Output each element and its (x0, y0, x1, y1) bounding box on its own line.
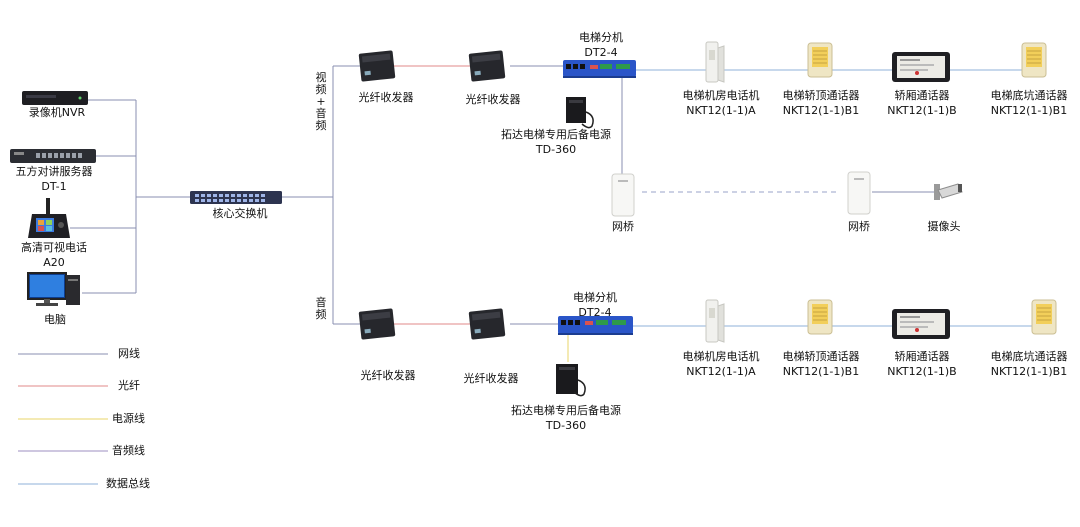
bottom-machine-room-line1: 电梯机房电话机 (682, 350, 760, 363)
top-car-line2: NKT12(1-1)B (887, 104, 957, 117)
bottom-car-top-label: 电梯轿顶通话器 NKT12(1-1)B1 (776, 349, 866, 379)
top-backup-power-icon (566, 97, 594, 129)
phone-label: 高清可视电话 A20 (4, 240, 104, 270)
top-pit-label: 电梯底坑通话器 NKT12(1-1)B1 (984, 88, 1074, 118)
bridge2-label: 网桥 (848, 220, 870, 233)
bottom-backup-power-icon (556, 364, 586, 397)
top-branch-char-4: 音 (315, 107, 327, 120)
bottom-pit-line1: 电梯底坑通话器 (990, 350, 1068, 363)
legend-label-power: 电源线 (112, 412, 145, 425)
bridge2-icon (847, 171, 871, 215)
bottom-pit-label: 电梯底坑通话器 NKT12(1-1)B1 (984, 349, 1074, 379)
phone-label-line1: 高清可视电话 (21, 241, 87, 254)
bridge1-icon (611, 173, 635, 217)
nvr-device-icon (22, 91, 88, 105)
top-splitter-label-line1: 电梯分机 (579, 31, 623, 44)
bottom-machine-room-phone-icon (705, 299, 725, 343)
top-power-label: 拓达电梯专用后备电源 TD-360 (494, 127, 618, 157)
video-phone-icon (28, 198, 70, 238)
bottom-car-line1: 轿厢通话器 (894, 350, 950, 363)
top-pit-speaker-icon (1021, 42, 1047, 78)
top-machine-room-phone-icon (705, 41, 725, 83)
top-branch-char-2: 频 (315, 83, 327, 96)
bottom-pit-speaker-icon (1031, 299, 1057, 335)
camera-label: 摄像头 (927, 220, 961, 233)
top-branch-char-3: + (316, 95, 326, 108)
top-power-label-line1: 拓达电梯专用后备电源 (501, 128, 611, 141)
legend-label-fiber: 光纤 (118, 379, 140, 392)
top-car-top-line1: 电梯轿顶通话器 (782, 89, 860, 102)
camera-icon (934, 183, 963, 200)
legend-label-network: 网线 (118, 347, 140, 360)
bottom-car-top-line1: 电梯轿顶通话器 (782, 350, 860, 363)
server-label-line2: DT-1 (41, 180, 67, 193)
bottom-splitter-label: 电梯分机 DT2-4 (560, 290, 630, 320)
top-car-top-line2: NKT12(1-1)B1 (782, 104, 860, 117)
top-machine-room-line1: 电梯机房电话机 (682, 89, 760, 102)
bottom-branch-label: 音 频 (314, 297, 328, 321)
bottom-branch-char-1: 音 (315, 296, 327, 309)
top-transceiver2-icon (468, 50, 506, 82)
connection-lines (70, 65, 1032, 362)
top-transceiver1-icon (358, 50, 396, 82)
top-splitter-label-line2: DT2-4 (584, 46, 618, 59)
bridge1-label: 网桥 (612, 220, 634, 233)
bottom-power-label-line1: 拓达电梯专用后备电源 (511, 404, 621, 417)
bottom-transceiver2-label: 光纤收发器 (463, 372, 519, 385)
pc-label: 电脑 (44, 313, 66, 326)
bottom-machine-room-label: 电梯机房电话机 NKT12(1-1)A (676, 349, 766, 379)
top-machine-room-line2: NKT12(1-1)A (686, 104, 756, 117)
bottom-pit-line2: NKT12(1-1)B1 (990, 365, 1068, 378)
bottom-car-top-line2: NKT12(1-1)B1 (782, 365, 860, 378)
top-power-label-line2: TD-360 (535, 143, 577, 156)
top-car-label: 轿厢通话器 NKT12(1-1)B (880, 88, 964, 118)
bottom-splitter-label-line1: 电梯分机 (573, 291, 617, 304)
intercom-server-icon (10, 149, 96, 163)
legend-label-bus: 数据总线 (106, 477, 150, 490)
nvr-label: 录像机NVR (28, 106, 86, 119)
legend-label-audio: 音频线 (112, 444, 145, 457)
bottom-transceiver2-icon (468, 308, 506, 340)
bottom-splitter-icon (558, 316, 633, 335)
bottom-car-top-speaker-icon (807, 299, 833, 335)
bottom-power-label-line2: TD-360 (545, 419, 587, 432)
legend-swatches (18, 353, 108, 485)
server-label: 五方对讲服务器 DT-1 (4, 164, 104, 194)
top-branch-label: 视 频 + 音 频 (314, 72, 328, 132)
top-splitter-label: 电梯分机 DT2-4 (566, 30, 636, 60)
core-switch-label: 核心交换机 (212, 207, 268, 220)
top-transceiver2-label: 光纤收发器 (465, 93, 521, 106)
top-pit-line1: 电梯底坑通话器 (990, 89, 1068, 102)
bottom-splitter-label-line2: DT2-4 (578, 306, 612, 319)
top-car-intercom-icon (892, 52, 950, 82)
bottom-branch-char-2: 频 (315, 308, 327, 321)
bottom-car-intercom-icon (892, 309, 950, 339)
top-car-line1: 轿厢通话器 (894, 89, 950, 102)
top-transceiver1-label: 光纤收发器 (358, 91, 414, 104)
top-splitter-icon (563, 60, 636, 78)
core-switch-icon (190, 191, 282, 204)
top-pit-line2: NKT12(1-1)B1 (990, 104, 1068, 117)
bottom-machine-room-line2: NKT12(1-1)A (686, 365, 756, 378)
phone-label-line2: A20 (43, 256, 65, 269)
bottom-car-label: 轿厢通话器 NKT12(1-1)B (880, 349, 964, 379)
top-branch-char-5: 频 (315, 119, 327, 132)
server-label-line1: 五方对讲服务器 (15, 165, 93, 178)
top-car-top-label: 电梯轿顶通话器 NKT12(1-1)B1 (776, 88, 866, 118)
computer-icon (27, 272, 80, 306)
top-branch-char-1: 视 (315, 71, 327, 84)
bottom-power-label: 拓达电梯专用后备电源 TD-360 (504, 403, 628, 433)
bottom-transceiver1-icon (358, 308, 396, 340)
top-car-top-speaker-icon (807, 42, 833, 78)
top-machine-room-label: 电梯机房电话机 NKT12(1-1)A (676, 88, 766, 118)
bottom-car-line2: NKT12(1-1)B (887, 365, 957, 378)
bottom-transceiver1-label: 光纤收发器 (360, 369, 416, 382)
